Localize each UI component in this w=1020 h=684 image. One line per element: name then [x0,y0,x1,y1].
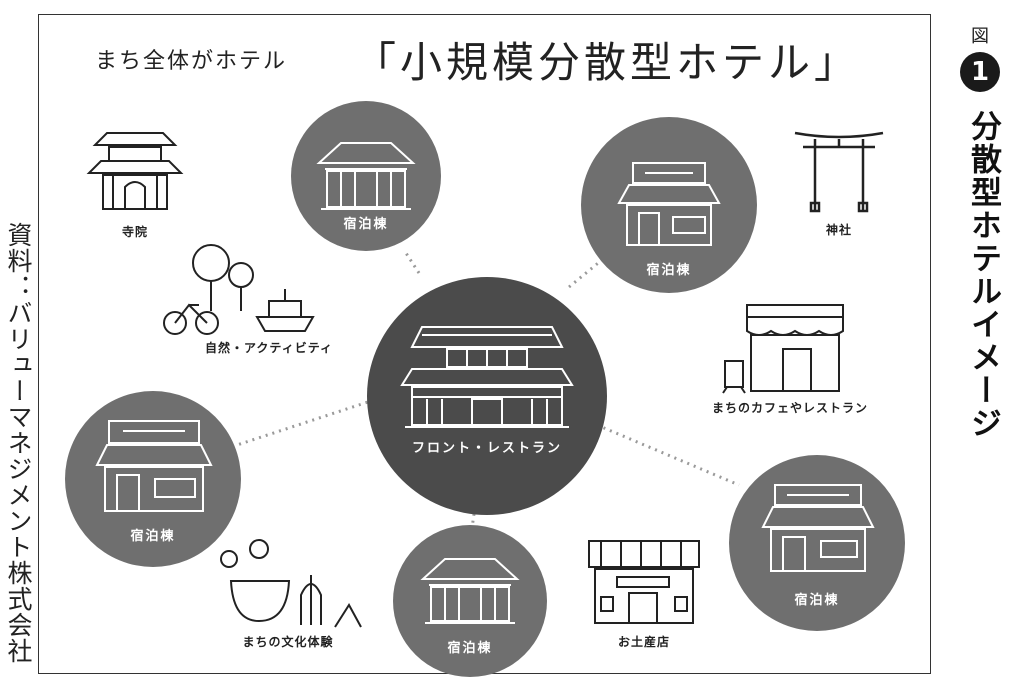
lodging-building-icon [316,142,416,210]
lodging-building-icon [617,162,721,246]
souvenir-label: お土産店 [617,635,670,649]
souvenir-shop-icon [588,540,700,624]
cafe-label: まちのカフェやレストラン [711,401,868,415]
figure-caption: 図 1 分散型ホテルイメージ [955,10,1015,680]
culture-label: まちの文化体験 [242,635,334,649]
diagram-frame: まち全体がホテル 「小規模分散型ホテル」 [38,14,932,677]
lodging-circle-left: 宿泊棟 [65,391,241,567]
connector-right [596,423,740,487]
lodging-circle-top-left: 宿泊棟 [291,101,441,251]
lodging-label-bottom: 宿泊棟 [447,641,493,656]
center-circle-front-restaurant: フロント・レストラン [367,277,607,515]
source-credit: 資料：バリューマネジメント株式会社 [4,222,33,664]
lodging-circle-right: 宿泊棟 [729,455,905,631]
nature-label: 自然・アクティビティ [205,341,333,355]
figure-number-badge: 1 [960,52,1000,92]
lodging-building-icon [95,420,213,512]
lodging-label-top-right: 宿泊棟 [646,263,692,278]
lodging-label-left: 宿泊棟 [130,529,176,544]
lodging-circle-top-right: 宿泊棟 [581,117,757,293]
lodging-label-right: 宿泊棟 [794,593,840,608]
front-building-icon [400,326,574,428]
temple-label: 寺院 [121,225,148,239]
figure-title: 分散型ホテルイメージ [965,110,1001,440]
shrine-label: 神社 [825,223,852,237]
lodging-building-icon [420,558,520,624]
cafe-shop-icon [722,304,844,394]
diagram-title: まち全体がホテル 「小規模分散型ホテル」 [39,15,932,105]
connector-top-left [402,249,421,274]
temple-icon [86,132,184,210]
figure-mark: 図 [971,26,989,47]
connector-top-right [568,248,615,289]
lodging-label-top-left: 宿泊棟 [343,217,389,232]
title-main: 「小規模分散型ホテル」 [354,38,861,87]
connector-left [236,398,375,447]
title-subtitle: まち全体がホテル [95,49,288,74]
nature-activity-icon [163,244,315,335]
shrine-torii-icon [794,131,884,213]
culture-experience-icon [220,539,362,628]
lodging-circle-bottom: 宿泊棟 [393,525,547,677]
lodging-building-icon [761,484,875,572]
center-label: フロント・レストラン [411,441,562,456]
